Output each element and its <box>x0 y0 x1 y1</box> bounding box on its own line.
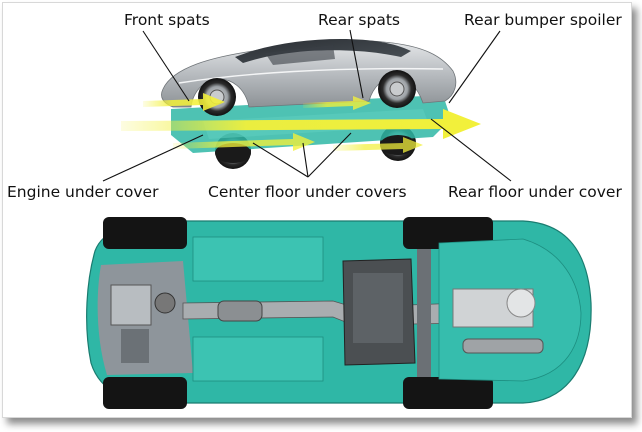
leader-rear-floor-under-cover <box>430 118 512 182</box>
leader-rear-bumper-spoiler <box>448 30 501 104</box>
label-front-spats: Front spats <box>124 11 210 29</box>
label-engine-under-cover: Engine under cover <box>7 183 159 201</box>
underside-wheel-fl <box>103 217 187 249</box>
underside-wheel-fr <box>103 377 187 409</box>
diagram-frame: Front spats Rear spats Rear bumper spoil… <box>2 2 632 418</box>
label-rear-floor-under-cover: Rear floor under cover <box>448 183 622 201</box>
leader-center-floor-3 <box>307 132 352 178</box>
leader-front-spats <box>142 30 190 102</box>
underside-wheel-rr <box>403 377 493 409</box>
airflow-arrow-upper <box>143 93 225 111</box>
label-center-floor-under-covers: Center floor under covers <box>208 183 407 201</box>
leader-engine-under-cover <box>102 134 204 182</box>
leader-lines <box>102 29 512 182</box>
airflow-arrow-rear <box>333 137 423 153</box>
leader-rear-spats <box>349 29 364 99</box>
underside-wheel-rl <box>403 217 493 249</box>
leader-center-floor-2 <box>302 142 309 178</box>
diagram-illustration <box>86 29 592 409</box>
airflow-arrow-small <box>303 96 371 110</box>
underside-center-floor-cover-1 <box>192 236 324 282</box>
airflow-arrow-mid <box>173 133 315 151</box>
underside-view-car <box>86 217 592 409</box>
label-rear-bumper-spoiler: Rear bumper spoiler <box>464 11 622 29</box>
leader-center-floor-1 <box>252 142 309 178</box>
airflow-arrows <box>121 93 481 153</box>
underside-center-floor-cover-2 <box>192 336 324 382</box>
side-windows <box>235 39 411 63</box>
label-rear-spats: Rear spats <box>318 11 400 29</box>
airflow-arrow-main <box>121 109 481 139</box>
